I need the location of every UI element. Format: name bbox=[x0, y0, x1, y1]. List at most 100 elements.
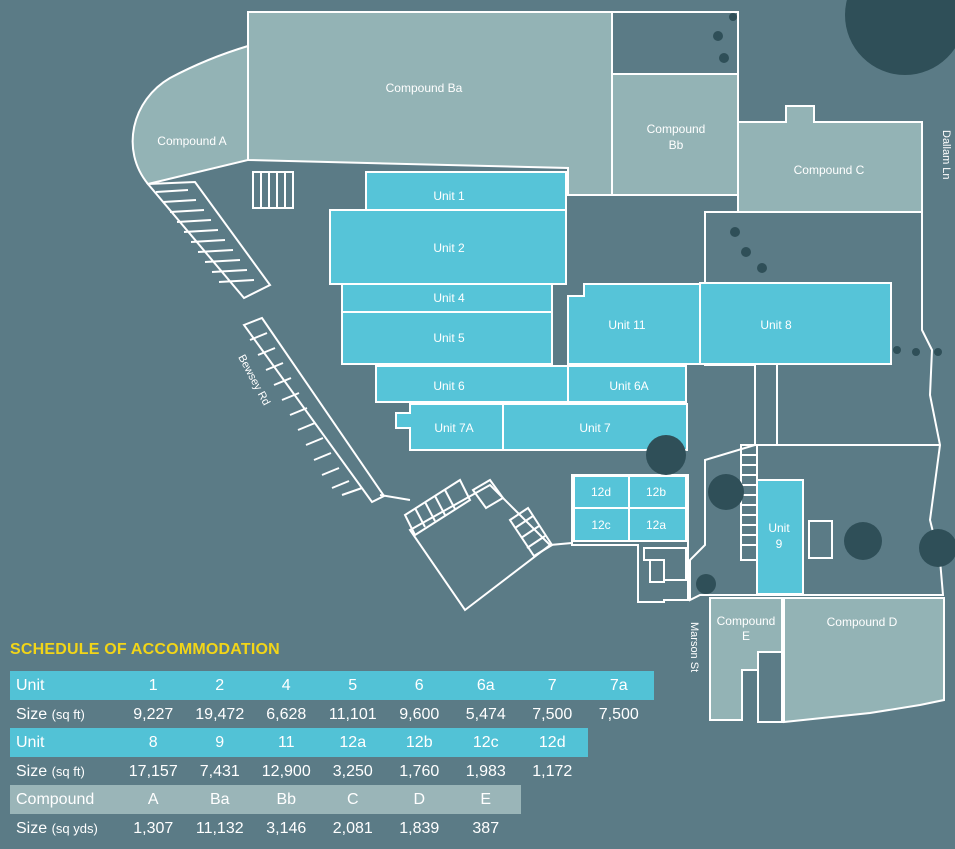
compound-c-label: Compound C bbox=[794, 163, 865, 177]
unit-5 bbox=[341, 311, 553, 365]
unit-12b bbox=[628, 475, 687, 509]
schedule-cell: 8 bbox=[148, 733, 158, 751]
schedule-row-label: Size (sq yds) bbox=[10, 820, 120, 838]
compound-bb-label-line1: Compound bbox=[647, 122, 706, 136]
schedule-row-label-text: Size bbox=[16, 705, 48, 723]
compound-ba-label: Compound Ba bbox=[386, 81, 463, 95]
tree-markers bbox=[646, 13, 955, 594]
schedule-row-label-text: Size bbox=[16, 819, 48, 837]
compound-a-label: Compound A bbox=[157, 134, 226, 148]
schedule-cell: 1,760 bbox=[399, 762, 440, 780]
schedule-size-row: Size (sq yds) 1,307 11,132 3,146 2,081 1,839 3… bbox=[10, 814, 521, 843]
schedule-cell: C bbox=[346, 790, 359, 808]
schedule-cell: 12c bbox=[472, 733, 499, 751]
unit-11-label: Unit 11 bbox=[608, 318, 645, 332]
schedule-size-row: Size (sq ft) 17,157 7,431 12,900 3,250 1,760 1… bbox=[10, 757, 588, 786]
schedule-cell: 387 bbox=[472, 819, 500, 837]
schedule-cell: D bbox=[413, 790, 426, 808]
schedule-cell: 9,227 bbox=[133, 705, 174, 723]
compound-e-label-line1: Compound bbox=[717, 614, 776, 628]
unit-12a bbox=[628, 507, 687, 542]
schedule-cell: 9 bbox=[215, 733, 225, 751]
schedule-cell: Bb bbox=[276, 790, 297, 808]
schedule-cell: 1,307 bbox=[133, 819, 174, 837]
unit-12b-label: 12b bbox=[646, 485, 666, 499]
ne-lot bbox=[611, 11, 739, 75]
schedule-cell: 6,628 bbox=[266, 705, 307, 723]
schedule-row-label-text: Unit bbox=[16, 733, 45, 751]
unit-1-label: Unit 1 bbox=[433, 189, 465, 203]
schedule-row-unit: (sq yds) bbox=[51, 820, 98, 836]
schedule-cell: 7,500 bbox=[598, 705, 639, 723]
small-lots bbox=[643, 547, 687, 583]
stair-block bbox=[252, 171, 294, 209]
schedule-row-label: Compound bbox=[10, 791, 120, 809]
schedule-cell: 6 bbox=[414, 676, 424, 694]
schedule-cell: 5 bbox=[348, 676, 358, 694]
schedule-cell: 1,983 bbox=[465, 762, 506, 780]
schedule-row-label: Size (sq ft) bbox=[10, 706, 120, 724]
unit-9-label-line2: 9 bbox=[776, 537, 783, 551]
schedule-cell: 7,431 bbox=[199, 762, 240, 780]
schedule-cell: Ba bbox=[209, 790, 230, 808]
schedule-cell: 12b bbox=[405, 733, 433, 751]
schedule-cell: 3,250 bbox=[332, 762, 373, 780]
schedule-cell: 4 bbox=[281, 676, 291, 694]
east-yard bbox=[689, 211, 945, 602]
unit-7-label: Unit 7 bbox=[579, 421, 611, 435]
unit-12-surround bbox=[571, 474, 689, 603]
unit-12d-label: 12d bbox=[591, 485, 611, 499]
schedule-cell: 1 bbox=[148, 676, 158, 694]
compound-ba-plot bbox=[247, 11, 613, 196]
store-box bbox=[808, 520, 833, 559]
street-bewsey-rd: Bewsey Rd bbox=[235, 353, 272, 408]
unit-6a bbox=[567, 365, 687, 403]
unit-9-stairs bbox=[740, 444, 758, 561]
unit-12a-label: 12a bbox=[646, 518, 666, 532]
schedule-row-label: Unit bbox=[10, 734, 120, 752]
schedule-cell: E bbox=[480, 790, 492, 808]
unit-4-label: Unit 4 bbox=[433, 291, 465, 305]
schedule-cell: 12d bbox=[538, 733, 566, 751]
schedule-row-label: Unit bbox=[10, 677, 120, 695]
unit-9-label-line1: Unit bbox=[768, 521, 790, 535]
street-dallam-ln: Dallam Ln bbox=[940, 130, 952, 180]
unit-5-label: Unit 5 bbox=[433, 331, 465, 345]
unit-9 bbox=[756, 479, 804, 595]
compound-c-plot bbox=[737, 105, 923, 213]
unit-1 bbox=[365, 171, 567, 211]
unit-4 bbox=[341, 283, 553, 313]
schedule-cell: 7,500 bbox=[532, 705, 573, 723]
unit-7a-label: Unit 7A bbox=[434, 421, 473, 435]
compound-d-plot bbox=[783, 597, 945, 724]
schedule-cell: 7 bbox=[547, 676, 557, 694]
schedule-cell: 17,157 bbox=[128, 762, 178, 780]
schedule-row-unit: (sq ft) bbox=[51, 706, 85, 722]
schedule-cell: 3,146 bbox=[266, 819, 307, 837]
schedule-cell: 1,839 bbox=[399, 819, 440, 837]
schedule-row-label: Size (sq ft) bbox=[10, 763, 120, 781]
unit-6-label: Unit 6 bbox=[433, 379, 465, 393]
schedule-cell: 2 bbox=[215, 676, 225, 694]
schedule-cell: 6a bbox=[476, 676, 495, 694]
street-marson-st: Marson St bbox=[688, 622, 700, 672]
schedule-cell: 2,081 bbox=[332, 819, 373, 837]
schedule-cell: 12,900 bbox=[261, 762, 311, 780]
bewsey-rd-steps bbox=[145, 180, 554, 558]
compound-bb-plot bbox=[611, 73, 739, 196]
unit-6a-label: Unit 6A bbox=[609, 379, 648, 393]
tree-canopy bbox=[845, 0, 955, 75]
compound-e-cutout bbox=[757, 651, 783, 723]
schedule-row-label-text: Size bbox=[16, 762, 48, 780]
schedule-cell: 1,172 bbox=[532, 762, 573, 780]
schedule-row-label-text: Unit bbox=[16, 676, 45, 694]
schedule-cell: 9,600 bbox=[399, 705, 440, 723]
compound-e-label-line2: E bbox=[742, 629, 750, 643]
schedule-cell: 5,474 bbox=[465, 705, 506, 723]
schedule-cell: 11,132 bbox=[195, 819, 244, 837]
unit-2-label: Unit 2 bbox=[433, 241, 465, 255]
